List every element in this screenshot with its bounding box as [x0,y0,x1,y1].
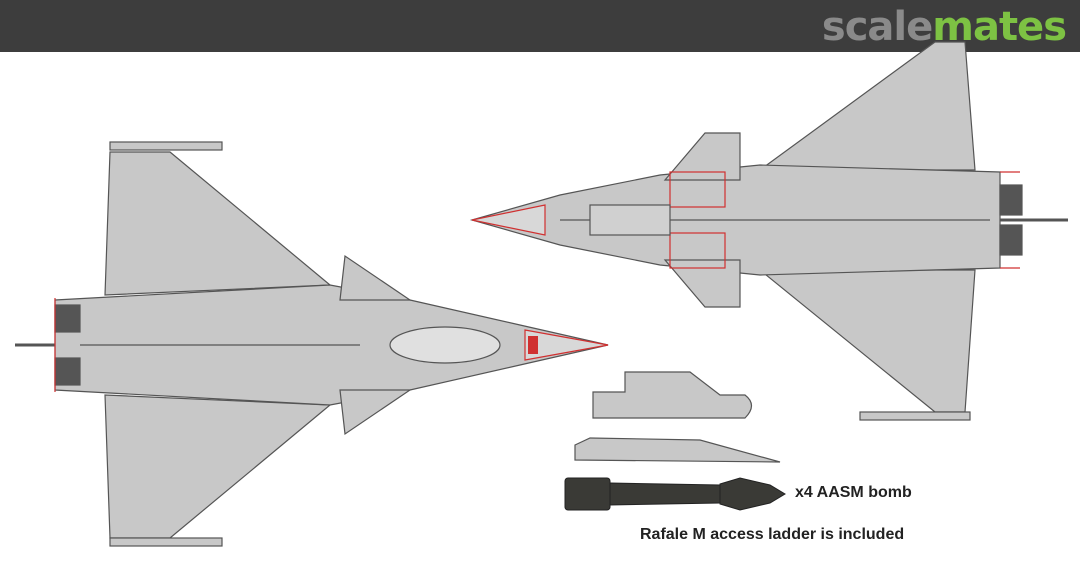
wing-lower [758,269,976,413]
canard-lower [339,389,412,436]
canard-upper [663,132,741,181]
canard-lower [663,259,741,308]
header-bar: scalemates [0,0,1080,52]
scalemates-logo[interactable]: scalemates [821,4,1067,50]
access-ladder-parts [574,371,781,463]
wing-upper [104,151,332,296]
wing-upper [758,41,976,171]
ladder-caption: Rafale M access ladder is included [640,526,905,543]
wing-lower [104,394,332,539]
canopy [389,326,501,364]
nose-cone [524,329,609,361]
nose-cone [471,204,546,236]
aircraft-top-view [15,141,609,547]
canard-upper [339,254,412,301]
bomb-caption: x4 AASM bomb [795,484,912,501]
aasm-bomb [564,477,786,511]
aircraft-bottom-view [469,41,1068,421]
